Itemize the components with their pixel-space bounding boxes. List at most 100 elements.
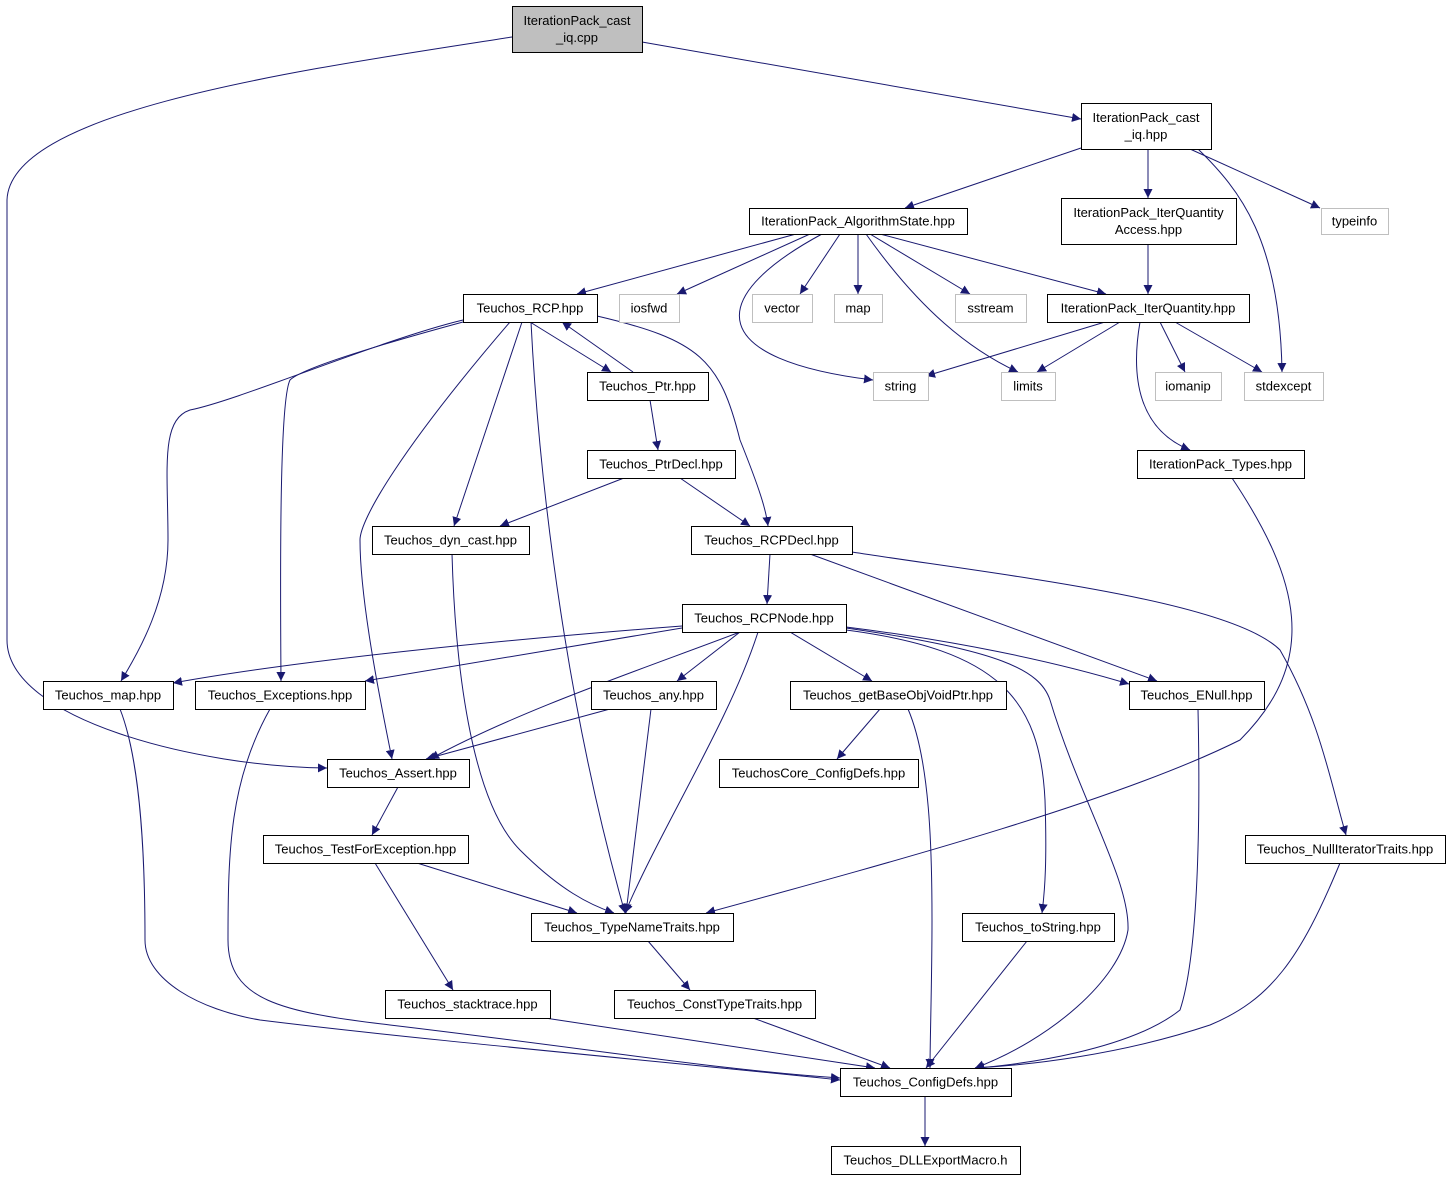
- node-rcpnode[interactable]: Teuchos_RCPNode.hpp: [682, 604, 847, 633]
- node-cast-iq-hpp[interactable]: IterationPack_cast _iq.hpp: [1081, 103, 1212, 150]
- node-rcpdecl[interactable]: Teuchos_RCPDecl.hpp: [691, 526, 853, 555]
- node-label: IterationPack_cast: [1093, 110, 1200, 125]
- node-box: [1137, 450, 1305, 479]
- edge-rcpnode-to-tmap: [172, 625, 683, 686]
- edge-iq-to-iomanip: [1159, 321, 1186, 373]
- edge-cast_iq_hpp-to-stdexcept: [1197, 148, 1287, 373]
- node-string: string: [873, 372, 929, 401]
- node-label: stdexcept: [1256, 379, 1312, 394]
- node-coreconfig[interactable]: TeuchosCore_ConfigDefs.hpp: [719, 759, 919, 788]
- node-label: vector: [764, 301, 800, 316]
- node-rcp[interactable]: Teuchos_RCP.hpp: [463, 294, 598, 323]
- node-typename[interactable]: Teuchos_TypeNameTraits.hpp: [531, 913, 734, 942]
- edge-any-to-assert: [425, 708, 611, 761]
- node-any[interactable]: Teuchos_any.hpp: [591, 681, 717, 710]
- edge-rcpdecl-to-nulliter: [851, 551, 1348, 836]
- edge-rcp-to-ptr: [529, 321, 612, 373]
- node-root[interactable]: IterationPack_cast_iq.cpp: [512, 6, 643, 53]
- node-box: [1061, 198, 1237, 245]
- node-ptr[interactable]: Teuchos_Ptr.hpp: [587, 372, 709, 401]
- node-label: IterationPack_Types.hpp: [1149, 457, 1292, 472]
- node-box: [834, 294, 883, 323]
- edge-rcpnode-to-any: [676, 631, 741, 682]
- node-getbase[interactable]: Teuchos_getBaseObjVoidPtr.hpp: [790, 681, 1007, 710]
- node-box: [587, 372, 709, 401]
- node-nulliter[interactable]: Teuchos_NullIteratorTraits.hpp: [1245, 835, 1446, 864]
- node-iq[interactable]: IterationPack_IterQuantity.hpp: [1047, 294, 1250, 323]
- node-label: IterationPack_AlgorithmState.hpp: [761, 214, 955, 229]
- edge-ptrdecl-to-dyncast: [499, 477, 625, 527]
- edge-rcp-to-tmap: [120, 319, 464, 682]
- node-box: [752, 294, 813, 323]
- edge-rcp-to-typename: [530, 321, 627, 914]
- nodes-layer: IterationPack_cast_iq.cppIterationPack_c…: [43, 6, 1446, 1175]
- edge-testforexc-to-typename: [416, 862, 578, 915]
- node-exceptions[interactable]: Teuchos_Exceptions.hpp: [195, 681, 366, 710]
- node-assert[interactable]: Teuchos_Assert.hpp: [327, 759, 470, 788]
- node-box: [531, 913, 734, 942]
- edge-iq-to-string: [925, 321, 1106, 378]
- node-limits: limits: [1001, 372, 1056, 401]
- node-tostring[interactable]: Teuchos_toString.hpp: [962, 913, 1115, 942]
- edge-any-to-typename: [622, 708, 652, 914]
- node-types[interactable]: IterationPack_Types.hpp: [1137, 450, 1305, 479]
- edge-rcp-to-exceptions: [276, 321, 464, 682]
- edge-ptr-to-ptrdecl: [649, 399, 662, 451]
- node-box: [1155, 372, 1222, 401]
- node-consttype[interactable]: Teuchos_ConstTypeTraits.hpp: [614, 990, 816, 1019]
- node-box: [840, 1068, 1012, 1097]
- node-label: TeuchosCore_ConfigDefs.hpp: [732, 766, 905, 781]
- edge-types-to-typename: [705, 477, 1293, 915]
- edge-rcp-to-dyncast: [452, 321, 523, 527]
- edge-rcpnode-to-getbase: [789, 631, 873, 682]
- edge-ptr-to-rcp: [561, 321, 634, 373]
- edge-algo_state-to-iosfwd: [676, 233, 811, 295]
- node-label: IterationPack_IterQuantity: [1073, 205, 1224, 220]
- node-box: [831, 1146, 1021, 1175]
- node-box: [43, 681, 174, 710]
- node-box: [962, 913, 1115, 942]
- node-label: Teuchos_RCP.hpp: [477, 301, 584, 316]
- node-label: Teuchos_dyn_cast.hpp: [384, 533, 517, 548]
- node-label: Teuchos_Ptr.hpp: [599, 379, 696, 394]
- node-stacktrace[interactable]: Teuchos_stacktrace.hpp: [385, 990, 551, 1019]
- node-label: _iq.hpp: [1124, 127, 1168, 142]
- node-configdefs[interactable]: Teuchos_ConfigDefs.hpp: [840, 1068, 1012, 1097]
- edge-rcpnode-to-tostring: [845, 629, 1048, 914]
- node-box: [1129, 681, 1265, 710]
- edge-algo_state-to-sstream: [869, 233, 971, 295]
- node-label: Teuchos_TypeNameTraits.hpp: [544, 920, 720, 935]
- node-testforexc[interactable]: Teuchos_TestForException.hpp: [263, 835, 469, 864]
- edge-rcpdecl-to-enull: [809, 553, 1158, 683]
- node-label: Teuchos_any.hpp: [603, 688, 704, 703]
- node-sstream: sstream: [955, 294, 1027, 323]
- node-stdexcept: stdexcept: [1244, 372, 1324, 401]
- node-dllexport[interactable]: Teuchos_DLLExportMacro.h: [831, 1146, 1021, 1175]
- node-box: [1001, 372, 1056, 401]
- node-label: sstream: [967, 301, 1013, 316]
- edge-iq-to-stdexcept: [1174, 321, 1263, 373]
- node-label: Teuchos_toString.hpp: [975, 920, 1101, 935]
- node-algo-state[interactable]: IterationPack_AlgorithmState.hpp: [749, 208, 968, 235]
- edge-rcp-to-assert: [359, 321, 511, 760]
- edge-cast_iq_hpp-to-typeinfo: [1189, 148, 1321, 209]
- node-label: Teuchos_ENull.hpp: [1140, 688, 1252, 703]
- edge-algo_state-to-iq: [879, 233, 1107, 297]
- node-label: typeinfo: [1332, 214, 1378, 229]
- node-box: [512, 6, 643, 53]
- node-enull[interactable]: Teuchos_ENull.hpp: [1129, 681, 1265, 710]
- node-box: [619, 294, 680, 323]
- node-label: IterationPack_IterQuantity.hpp: [1061, 301, 1236, 316]
- node-label: Teuchos_DLLExportMacro.h: [843, 1153, 1007, 1168]
- node-dyncast[interactable]: Teuchos_dyn_cast.hpp: [372, 526, 530, 555]
- node-tmap[interactable]: Teuchos_map.hpp: [43, 681, 174, 710]
- node-ptrdecl[interactable]: Teuchos_PtrDecl.hpp: [587, 450, 736, 479]
- node-box: [1081, 103, 1212, 150]
- edge-getbase-to-coreconfig: [836, 708, 881, 760]
- node-label: string: [885, 379, 917, 394]
- node-box: [195, 681, 366, 710]
- node-box: [1047, 294, 1250, 323]
- edge-rcpnode-to-exceptions: [364, 627, 683, 684]
